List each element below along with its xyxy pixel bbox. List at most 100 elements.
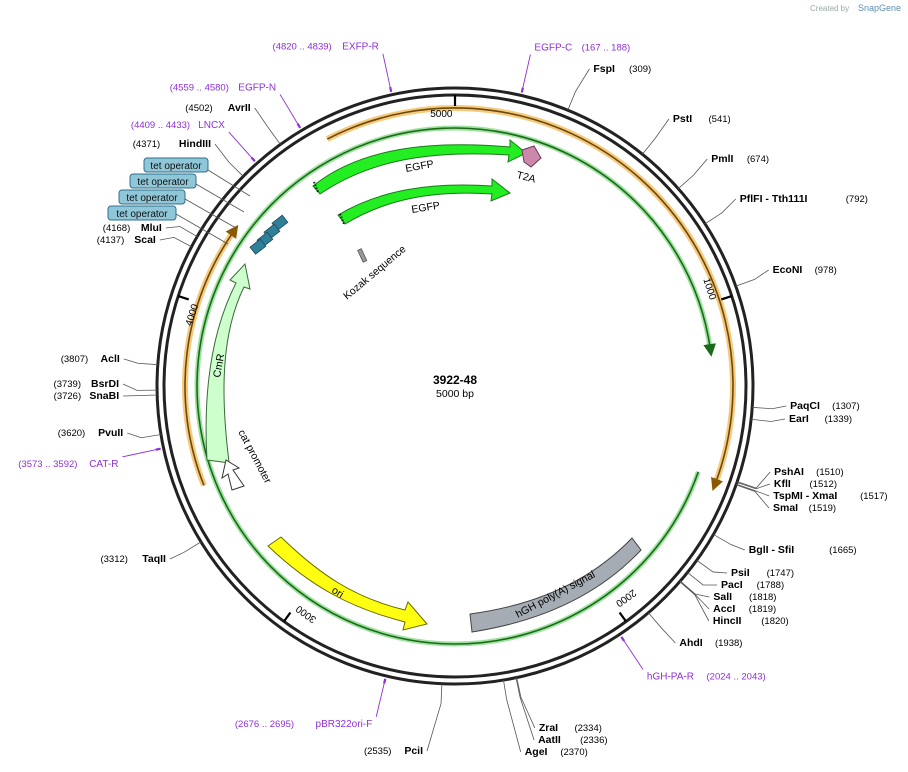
site-name: SmaI — [773, 502, 798, 514]
restriction-site[interactable]: HincII(1820) — [679, 581, 789, 627]
feature-cat-promoter[interactable]: cat promoter — [221, 428, 274, 491]
restriction-site[interactable]: KflI(1512) — [736, 478, 837, 490]
site-leader — [752, 405, 787, 410]
restriction-sites: FspI(309)PstI(541)PmlI(674) PflFI - Tth11… — [54, 63, 888, 758]
egfp-arrow[interactable] — [337, 177, 511, 225]
backbone-outer — [155, 86, 755, 686]
restriction-site[interactable]: ZraI(2334) — [516, 677, 602, 734]
restriction-site[interactable]: EcoNI(978) — [735, 264, 837, 287]
restriction-site[interactable]: EarI(1339) — [751, 413, 852, 425]
restriction-site[interactable]: BsrDI(3739) — [54, 378, 158, 391]
site-position: (674) — [747, 154, 769, 165]
restriction-site[interactable]: TaqII(3312) — [100, 541, 202, 565]
primer[interactable]: EXFP-R(4820 .. 4839) — [273, 42, 393, 93]
primer-range: (4409 .. 4433) — [131, 120, 190, 131]
site-name: SnaBI — [89, 390, 119, 402]
primer-leader — [623, 640, 644, 670]
restriction-site[interactable]: AgeI(2370) — [503, 679, 588, 758]
site-leader — [123, 394, 158, 397]
site-position: (2535) — [364, 746, 391, 757]
restriction-site[interactable]: ScaI(4137) — [97, 234, 192, 248]
restriction-site[interactable]: AvrII(4502) — [185, 102, 281, 145]
site-position: (1510) — [816, 467, 843, 478]
site-position: (1820) — [761, 616, 788, 627]
feature-kozak[interactable]: Kozak sequence — [341, 243, 408, 302]
restriction-site[interactable]: TspMI - XmaI(1517) — [736, 483, 888, 502]
site-position: (2336) — [580, 735, 607, 746]
tet-operator-box[interactable] — [118, 189, 186, 205]
site-name: AgeI — [525, 746, 548, 758]
kozak-mark[interactable] — [357, 248, 368, 263]
primers: EXFP-R(4820 .. 4839)EGFP-C(167 .. 188)EG… — [18, 42, 765, 730]
restriction-site[interactable]: AhdI(1938) — [648, 612, 742, 649]
restriction-site[interactable]: PciI (2535) — [364, 683, 443, 757]
restriction-site[interactable]: PmlI(674) — [678, 153, 769, 189]
site-leader — [687, 572, 718, 586]
primer-mark — [520, 87, 524, 93]
cat-promoter-arrow[interactable] — [221, 459, 245, 491]
egfp-arrow[interactable] — [312, 138, 527, 195]
site-leader — [678, 158, 708, 189]
site-name: PciI — [404, 745, 423, 757]
primer[interactable]: pBR322ori-F(2676 .. 2695) — [235, 678, 387, 730]
restriction-site[interactable]: SnaBI(3726) — [54, 390, 158, 402]
cmr-arrow[interactable] — [205, 262, 251, 464]
hgh-polya-arrow[interactable] — [469, 537, 642, 633]
restriction-site[interactable]: PstI(541) — [642, 113, 731, 155]
site-leader — [159, 236, 192, 248]
restriction-site[interactable]: MluI(4168) — [103, 222, 198, 237]
feature-t2a[interactable]: T2A — [515, 145, 542, 186]
site-leader — [169, 541, 202, 560]
feature-ori[interactable]: ori — [267, 536, 428, 631]
feature-arcs — [182, 105, 736, 647]
primer[interactable]: EGFP-C (167 .. 188) — [520, 42, 631, 93]
restriction-site[interactable]: PvuII(3620) — [58, 427, 162, 439]
primer-name: EGFP-C — [534, 42, 572, 53]
tet-operator-box[interactable] — [129, 173, 197, 189]
site-name: AclI — [101, 353, 120, 365]
restriction-site[interactable]: PacI(1788) — [687, 572, 784, 591]
restriction-site[interactable]: PsiI(1747) — [696, 559, 794, 579]
site-name: PacI — [721, 579, 743, 591]
restriction-site[interactable]: AatII(2336) — [515, 677, 608, 746]
site-name: PflFI - Tth111I — [740, 193, 808, 205]
primer-name: hGH-PA-R — [647, 671, 694, 682]
t2a-arrow[interactable] — [521, 145, 542, 168]
site-leader — [642, 118, 670, 155]
restriction-site[interactable]: PshAI(1510) — [737, 466, 844, 489]
site-position: (978) — [815, 265, 837, 276]
primer-mark — [155, 447, 161, 451]
ori-arrow[interactable] — [267, 536, 428, 631]
plasmid-name: 3922-48 — [433, 373, 477, 387]
restriction-site[interactable]: HindIII(4371) — [133, 138, 244, 177]
restriction-site[interactable]: PaqCI(1307) — [752, 400, 860, 412]
restriction-site[interactable]: FspI(309) — [567, 63, 651, 111]
tet-operator-box[interactable] — [143, 157, 209, 173]
site-position: (1512) — [810, 479, 837, 490]
primer-range: (167 .. 188) — [582, 42, 631, 53]
primer[interactable]: LNCX(4409 .. 4433) — [131, 120, 256, 162]
primer[interactable]: CAT-R(3573 .. 3592) — [18, 447, 161, 470]
restriction-site[interactable]: BglI - SfiI(1665) — [713, 534, 857, 556]
site-name: EarI — [789, 413, 809, 425]
site-name: SalI — [713, 591, 732, 603]
primer[interactable]: hGH-PA-R(2024 .. 2043) — [620, 636, 766, 683]
tet-operator-segment[interactable] — [249, 238, 267, 255]
primer[interactable]: EGFP-N(4559 .. 4580) — [170, 82, 302, 129]
restriction-site[interactable]: PflFI - Tth111I(792) — [704, 193, 868, 225]
ruler-tick-label: 4000 — [184, 302, 201, 327]
site-leader — [735, 269, 769, 287]
feature-arc-green-line — [196, 127, 716, 645]
tet-operator-box[interactable] — [107, 205, 177, 221]
plasmid-size: 5000 bp — [436, 388, 474, 400]
site-leader — [515, 677, 535, 741]
restriction-site[interactable]: AclI(3807) — [61, 353, 158, 366]
restriction-site[interactable]: SmaI(1519) — [736, 484, 836, 514]
feature-egfp-inner[interactable]: EGFP — [337, 177, 511, 225]
site-position: (1665) — [829, 545, 856, 556]
feature-cmr[interactable]: CmR — [205, 262, 251, 464]
site-leader — [736, 484, 770, 509]
site-name: ScaI — [134, 234, 156, 246]
feature-egfp-outer[interactable]: EGFP — [312, 138, 527, 195]
